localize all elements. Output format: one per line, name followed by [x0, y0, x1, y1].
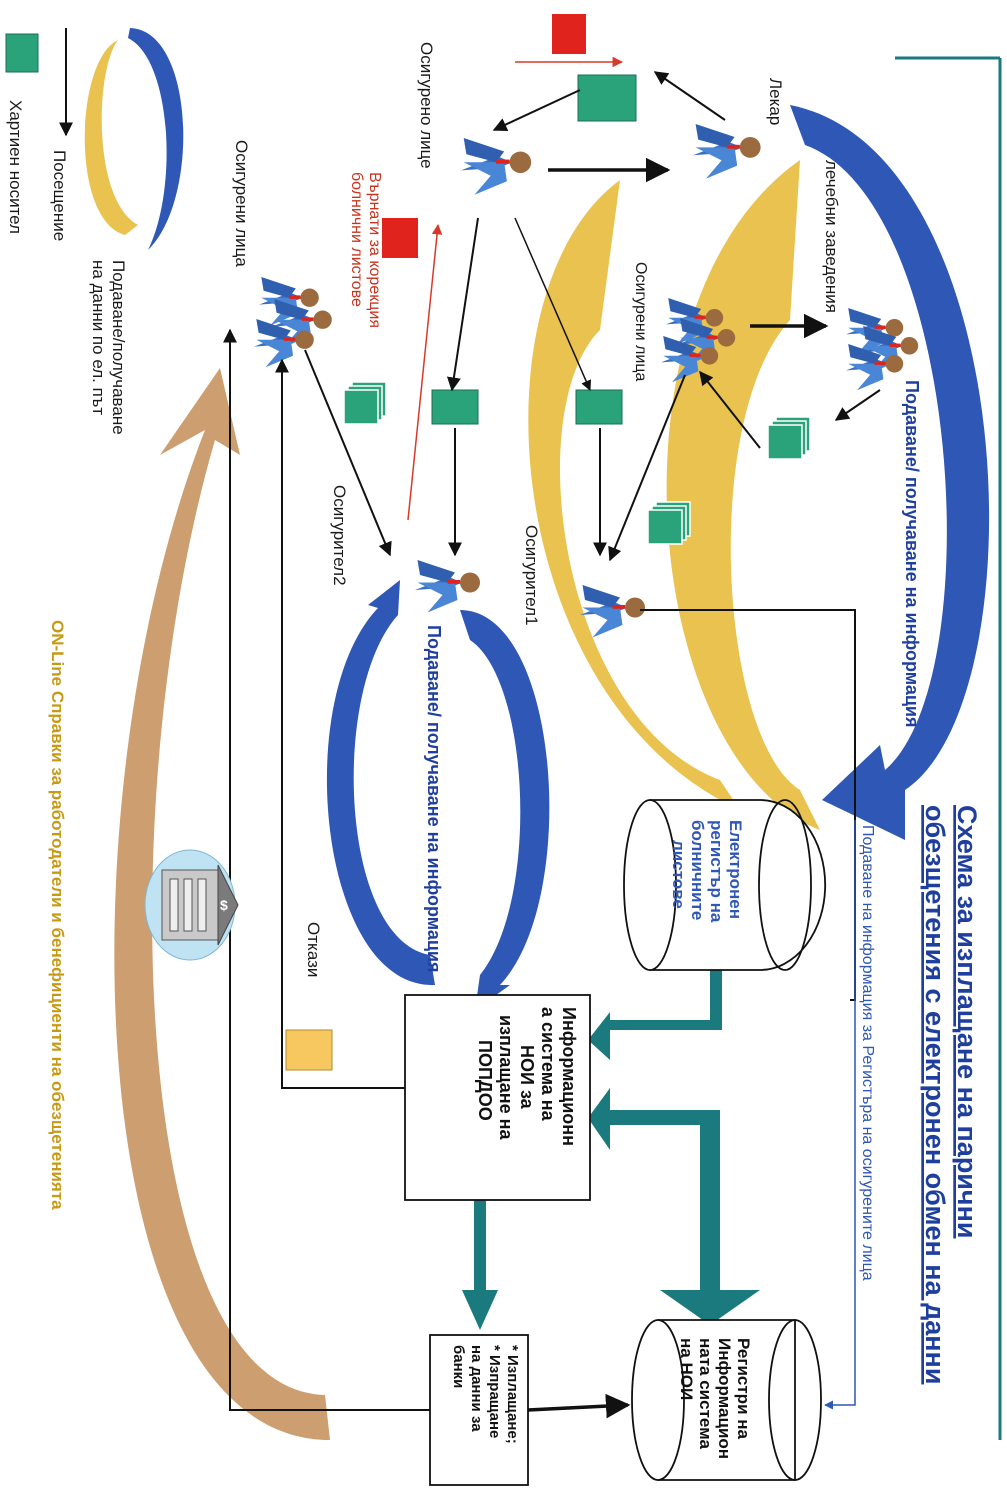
info-exchange-mid-label: Подаване/ получаване на информация	[424, 625, 444, 972]
payment-line-4: банки	[450, 1345, 467, 1388]
registers-cylinder	[631, 1319, 822, 1481]
e-registry-cylinder	[623, 799, 827, 971]
teal-arrows	[462, 965, 760, 1330]
paper-stack-insured-1	[647, 501, 691, 545]
paper-doc-insured-1	[431, 389, 479, 425]
legend-electronic-label-2: на данни по ел. път	[89, 260, 108, 415]
facilities-label: лечебни заведения	[822, 160, 841, 313]
registers-line-4: на НОИ	[677, 1338, 696, 1400]
title-line-2: обезщетения с електронен обмен на данни	[920, 805, 950, 1384]
registry-info-label: Подаване на информация за Регистъра на о…	[859, 825, 876, 1281]
noi-system-line-4: изплащане на	[496, 1015, 516, 1141]
gold-arrow-from-doctor	[666, 160, 820, 830]
payment-box	[429, 1334, 529, 1486]
payment-line-1: * Изплащане;	[504, 1345, 521, 1444]
payment-line-2: * Изпращане	[486, 1345, 503, 1438]
title-line-1: Схема за изплащане на парични	[952, 805, 982, 1239]
info-exchange-top-label: Подаване/ получаване на информация	[902, 380, 922, 727]
blue-arrow-top	[790, 105, 990, 840]
noi-system-line-2: а система на	[538, 1007, 558, 1122]
paper-stack-facilities	[767, 416, 811, 460]
returned-label-1: Върнати за корекция	[366, 172, 383, 328]
gold-arrow-from-insured	[528, 180, 740, 810]
insured-person-figure	[461, 138, 532, 195]
brown-online-arrow	[114, 368, 330, 1440]
insurer1-label: Осигурител1	[522, 525, 541, 626]
payment-text: * Изплащане; * Изпращане на данни за бан…	[450, 1345, 521, 1444]
red-card-returned	[382, 218, 418, 258]
medical-facilities-figures	[846, 308, 919, 391]
e-registry-line-2: регистър на	[707, 820, 726, 923]
payment-line-3: на данни за	[468, 1345, 485, 1432]
legend-electronic-blue-arrow	[128, 28, 184, 250]
blue-arrow-mid-right	[460, 610, 550, 1010]
e-registry-line-3: болничните	[688, 820, 707, 920]
online-reports-label: ON-Line Справки за работодатели и бенефи…	[48, 620, 67, 1210]
noi-system-line-3: НОИ за	[517, 1045, 537, 1110]
blue-arrow-mid-left	[326, 580, 435, 986]
paper-doc-insured-2	[575, 389, 623, 425]
bank-icon: $	[144, 849, 239, 961]
flow-arrows	[223, 56, 881, 1419]
e-registry-line-4: листове	[669, 840, 688, 909]
refusals-label: Откази	[304, 922, 323, 977]
insurer2-figure	[415, 560, 480, 613]
insured-persons-2-figures	[254, 277, 332, 368]
doctor-label: Лекар	[766, 78, 785, 125]
registers-line-3: ната система	[696, 1338, 715, 1449]
doctor-figure	[693, 124, 761, 179]
returned-label-2: болнични листове	[348, 172, 365, 307]
noi-system-line-1: Информационн	[559, 1007, 579, 1146]
registers-line-1: Регистри на	[734, 1338, 753, 1440]
insurer1-figure	[580, 585, 645, 638]
insurer2-label: Осигурител2	[330, 485, 349, 586]
red-card-top	[552, 14, 586, 54]
insured-persons-2-label: Осигурени лица	[232, 140, 251, 267]
legend-paper-label: Хартиен носител	[6, 100, 25, 234]
insured-person-label: Осигурено лице	[417, 42, 436, 169]
refusal-card	[285, 1029, 333, 1071]
legend-electronic-gold-arrow	[84, 40, 138, 235]
legend-visit-label: Посещение	[50, 150, 69, 241]
e-registry-text: Електронен регистър на болничните листов…	[669, 820, 745, 923]
noi-system-text: Информационн а система на НОИ за изплаща…	[475, 1007, 579, 1146]
legend-electronic-label-1: Подаване/получаване	[109, 260, 128, 435]
paper-doc-doctor	[577, 74, 637, 122]
noi-system-line-5: ПОПДОО	[475, 1040, 495, 1121]
insured-persons-1-label: Осигурени лица	[632, 262, 649, 381]
registers-text: Регистри на Информацион ната система на …	[677, 1338, 753, 1459]
svg-text:$: $	[220, 897, 228, 913]
e-registry-line-1: Електронен	[726, 820, 745, 919]
legend-paper-swatch	[5, 33, 39, 73]
paper-stack-insured-2	[343, 381, 387, 425]
noi-system-box	[404, 994, 591, 1201]
registers-line-2: Информацион	[715, 1338, 734, 1459]
title-block: Схема за изплащане на парични обезщетени…	[895, 56, 1002, 1440]
legend: Хартиен носител Посещение Подаване/получ…	[5, 28, 184, 435]
